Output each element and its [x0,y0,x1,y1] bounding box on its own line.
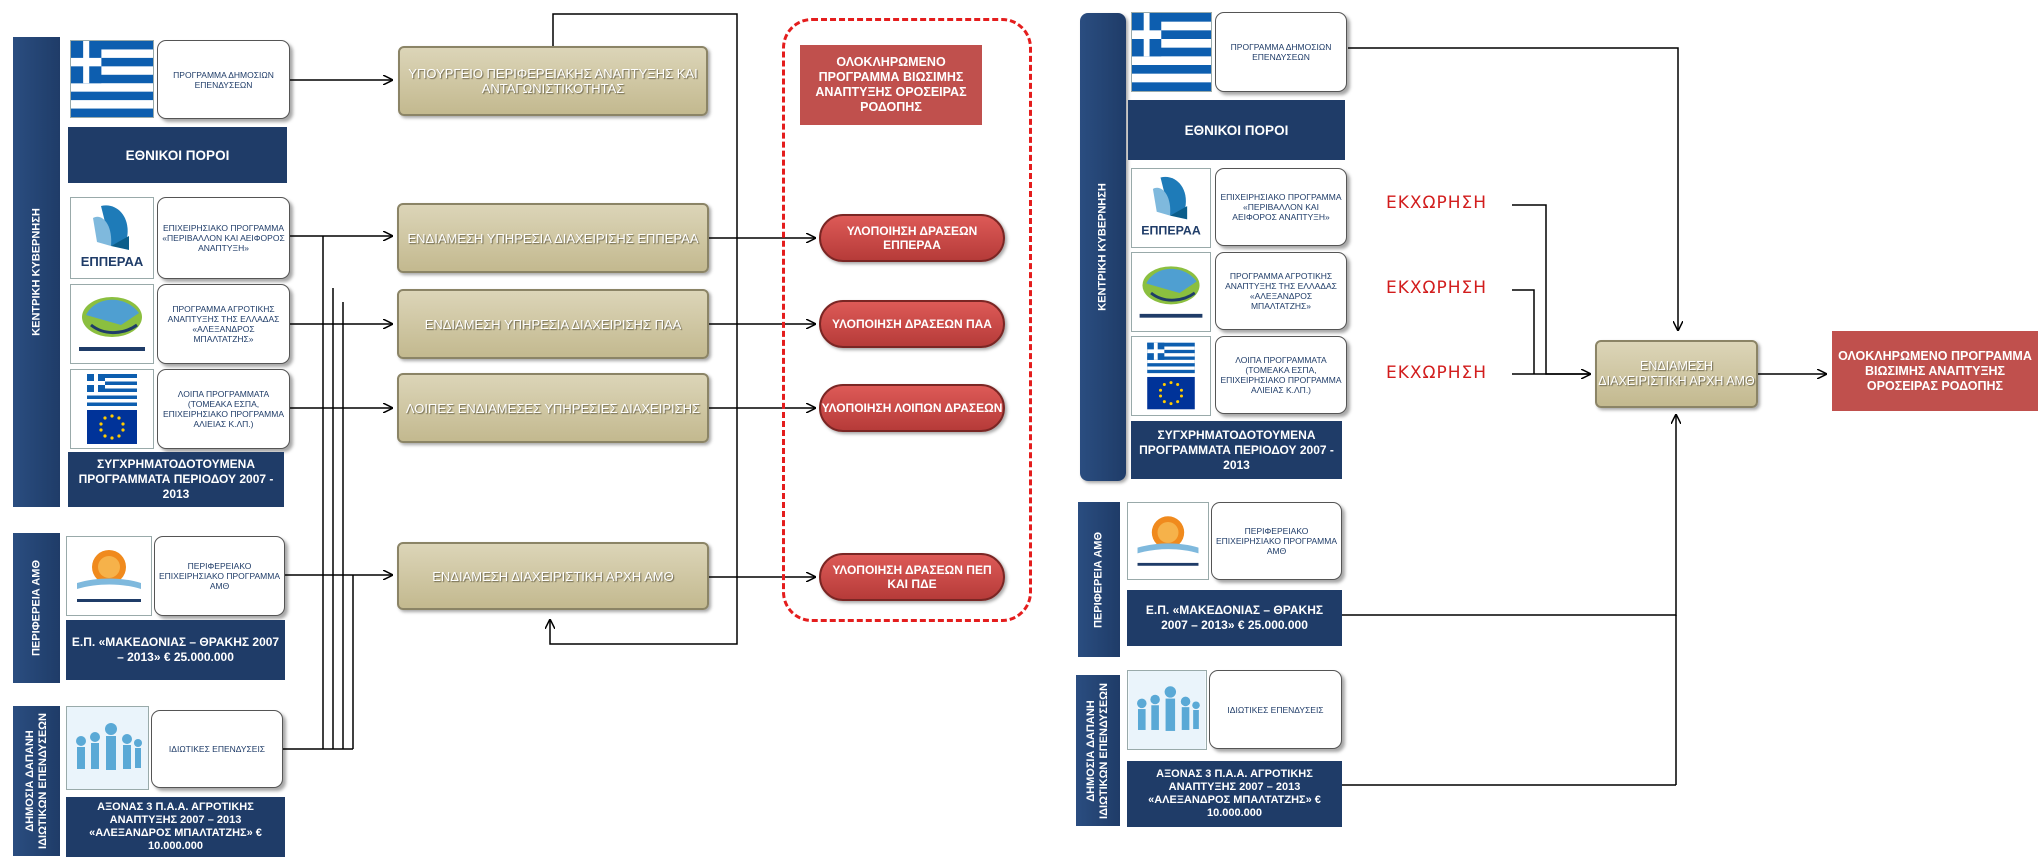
epperaa-program-box: ΕΠΙΧΕΙΡΗΣΙΑΚΟ ΠΡΟΓΡΑΜΜΑ «ΠΕΡΙΒΑΛΛΟΝ ΚΑΙ … [157,197,290,279]
paa-logo [70,284,154,364]
r-cofinanced-programs-box: ΣΥΓΧΡΗΜΑΤΟΔΟΤΟΥΜΕΝΑ ΠΡΟΓΡΑΜΜΑΤΑ ΠΕΡΙΟΔΟΥ… [1131,421,1342,479]
pde-box: ΠΡΟΓΡΑΜΜΑ ΔΗΜΟΣΙΩΝ ΕΠΕΝΔΥΣΕΩΝ [157,40,290,119]
public-private-label: ΔΗΜΟΣΙΑ ΔΑΠΑΝΗ ΙΔΙΩΤΙΚΩΝ ΕΠΕΝΔΥΣΕΩΝ [23,713,49,849]
r-paa-logo [1131,252,1211,332]
r-axis3-box: ΑΞΟΝΑΣ 3 Π.Α.Α. ΑΓΡΟΤΙΚΗΣ ΑΝΑΠΤΥΞΗΣ 2007… [1127,761,1342,827]
r-region-sun-logo [1127,502,1209,580]
region-bar: ΠΕΡΙΦΕΡΕΙΑ ΑΜΘ [13,533,60,683]
r-managing-authority-amth-box: ΕΝΔΙΑΜΕΣΗ ΔΙΑΧΕΙΡΙΣΤΙΚΗ ΑΡΧΗ ΑΜΘ [1595,340,1758,408]
r-region-bar: ΠΕΡΙΦΕΡΕΙΑ ΑΜΘ [1078,502,1120,657]
r-paa-program-box: ΠΡΟΓΡΑΜΜΑ ΑΓΡΟΤΙΚΗΣ ΑΝΑΠΤΥΞΗΣ ΤΗΣ ΕΛΛΑΔΑ… [1215,252,1347,330]
integrated-program-box: ΟΛΟΚΛΗΡΩΜΕΝΟ ΠΡΟΓΡΑΜΜΑ ΒΙΩΣΙΜΗΣ ΑΝΑΠΤΥΞΗ… [800,45,982,125]
epperaa-logo: ΕΠΠΕΡΑΑ [70,197,154,279]
region-sun-logo [66,536,152,616]
r-greek-flag-icon [1131,12,1212,92]
other-managing-services-box: ΛΟΙΠΕΣ ΕΝΔΙΑΜΕΣΕΣ ΥΠΗΡΕΣΙΕΣ ΔΙΑΧΕΙΡΙΣΗΣ [397,373,709,443]
private-investments-box: ΙΔΙΩΤΙΚΕΣ ΕΠΕΝΔΥΣΕΙΣ [151,710,283,788]
ministry-box: ΥΠΟΥΡΓΕΙΟ ΠΕΡΙΦΕΡΕΙΑΚΗΣ ΑΝΑΠΤΥΞΗΣ ΚΑΙ ΑΝ… [398,46,708,116]
r-pde-box: ΠΡΟΓΡΑΜΜΑ ΔΗΜΟΣΙΩΝ ΕΠΕΝΔΥΣΕΩΝ [1215,12,1347,92]
r-regional-op-box: ΠΕΡΙΦΕΡΕΙΑΚΟ ΕΠΙΧΕΙΡΗΣΙΑΚΟ ΠΡΟΓΡΑΜΜΑ ΑΜΘ [1211,502,1342,580]
integrated-program-dashed-frame [782,18,1032,622]
managing-authority-amth-box: ΕΝΔΙΑΜΕΣΗ ΔΙΑΧΕΙΡΙΣΤΙΚΗ ΑΡΧΗ ΑΜΘ [397,542,709,610]
implementation-pep-pill: ΥΛΟΠΟΙΗΣΗ ΔΡΑΣΕΩΝ ΠΕΠ ΚΑΙ ΠΔΕ [819,553,1005,601]
r-public-private-label: ΔΗΜΟΣΙΑ ΔΑΠΑΝΗ ΙΔΙΩΤΙΚΩΝ ΕΠΕΝΔΥΣΕΩΝ [1085,682,1110,819]
r-epperaa-program-box: ΕΠΙΧΕΙΡΗΣΙΑΚΟ ΠΡΟΓΡΑΜΜΑ «ΠΕΡΙΒΑΛΛΟΝ ΚΑΙ … [1215,168,1347,246]
people-silhouettes-logo [66,706,149,790]
r-integrated-program-box: ΟΛΟΚΛΗΡΩΜΕΝΟ ΠΡΟΓΡΑΜΜΑ ΒΙΩΣΙΜΗΣ ΑΝΑΠΤΥΞΗ… [1832,331,2038,411]
ep-macedonia-box: Ε.Π. «ΜΑΚΕΔΟΝΙΑΣ – ΘΡΑΚΗΣ 2007 – 2013» €… [66,620,285,680]
r-public-private-bar: ΔΗΜΟΣΙΑ ΔΑΠΑΝΗ ΙΔΙΩΤΙΚΩΝ ΕΠΕΝΔΥΣΕΩΝ [1076,675,1120,826]
national-resources-box: ΕΘΝΙΚΟΙ ΠΟΡΟΙ [68,127,287,183]
assignment-label-3: ΕΚΧΩΡΗΣΗ [1386,363,1488,383]
public-private-bar: ΔΗΜΟΣΙΑ ΔΑΠΑΝΗ ΙΔΙΩΤΙΚΩΝ ΕΠΕΝΔΥΣΕΩΝ [13,706,60,856]
managing-service-epperaa-box: ΕΝΔΙΑΜΕΣΗ ΥΠΗΡΕΣΙΑ ΔΙΑΧΕΙΡΙΣΗΣ ΕΠΠΕΡΑΑ [397,203,709,273]
other-programs-box: ΛΟΙΠΑ ΠΡΟΓΡΑΜΜΑΤΑ (ΤΟΜΕΑΚΑ ΕΣΠΑ, ΕΠΙΧΕΙΡ… [157,369,290,449]
greek-eu-flags-icon [70,369,154,449]
r-region-label: ΠΕΡΙΦΕΡΕΙΑ ΑΜΘ [1092,531,1105,628]
regional-op-box: ΠΕΡΙΦΕΡΕΙΑΚΟ ΕΠΙΧΕΙΡΗΣΙΑΚΟ ΠΡΟΓΡΑΜΜΑ ΑΜΘ [154,536,285,616]
r-greek-eu-flags-icon [1131,336,1211,416]
assignment-label-1: ΕΚΧΩΡΗΣΗ [1386,193,1488,213]
r-other-programs-box: ΛΟΙΠΑ ΠΡΟΓΡΑΜΜΑΤΑ (ΤΟΜΕΑΚΑ ΕΣΠΑ, ΕΠΙΧΕΙΡ… [1215,336,1347,414]
svg-text:ΕΠΠΕΡΑΑ: ΕΠΠΕΡΑΑ [81,254,144,269]
managing-service-paa-box: ΕΝΔΙΑΜΕΣΗ ΥΠΗΡΕΣΙΑ ΔΙΑΧΕΙΡΙΣΗΣ ΠΑΑ [397,289,709,359]
region-label: ΠΕΡΙΦΕΡΕΙΑ ΑΜΘ [30,559,42,657]
r-people-silhouettes-logo [1127,670,1207,750]
cofinanced-programs-box: ΣΥΓΧΡΗΜΑΤΟΔΟΤΟΥΜΕΝΑ ΠΡΟΓΡΑΜΜΑΤΑ ΠΕΡΙΟΔΟΥ… [68,452,284,507]
r-private-investments-box: ΙΔΙΩΤΙΚΕΣ ΕΠΕΝΔΥΣΕΙΣ [1209,670,1342,749]
implementation-epperaa-pill: ΥΛΟΠΟΙΗΣΗ ΔΡΑΣΕΩΝ ΕΠΠΕΡΑΑ [819,214,1005,262]
assignment-label-2: ΕΚΧΩΡΗΣΗ [1386,278,1488,298]
paa-program-box: ΠΡΟΓΡΑΜΜΑ ΑΓΡΟΤΙΚΗΣ ΑΝΑΠΤΥΞΗΣ ΤΗΣ ΕΛΛΑΔΑ… [157,284,290,364]
central-government-label: ΚΕΝΤΡΙΚΗ ΚΥΒΕΡΝΗΣΗ [30,208,42,336]
r-ep-macedonia-box: Ε.Π. «ΜΑΚΕΔΟΝΙΑΣ – ΘΡΑΚΗΣ 2007 – 2013» €… [1127,590,1342,646]
axis3-box: ΑΞΟΝΑΣ 3 Π.Α.Α. ΑΓΡΟΤΙΚΗΣ ΑΝΑΠΤΥΞΗΣ 2007… [66,797,285,857]
r-epperaa-logo: ΕΠΠΕΡΑΑ [1131,168,1211,248]
implementation-other-pill: ΥΛΟΠΟΙΗΣΗ ΛΟΙΠΩΝ ΔΡΑΣΕΩΝ [819,384,1005,432]
svg-text:ΕΠΠΕΡΑΑ: ΕΠΠΕΡΑΑ [1141,224,1201,238]
r-central-government-bar: ΚΕΝΤΡΙΚΗ ΚΥΒΕΡΝΗΣΗ [1080,13,1126,481]
r-central-government-label: ΚΕΝΤΡΙΚΗ ΚΥΒΕΡΝΗΣΗ [1096,183,1109,311]
greek-flag-icon [70,40,154,118]
r-national-resources-box: ΕΘΝΙΚΟΙ ΠΟΡΟΙ [1128,100,1345,160]
implementation-paa-pill: ΥΛΟΠΟΙΗΣΗ ΔΡΑΣΕΩΝ ΠΑΑ [819,300,1005,348]
central-government-bar: ΚΕΝΤΡΙΚΗ ΚΥΒΕΡΝΗΣΗ [13,37,60,507]
